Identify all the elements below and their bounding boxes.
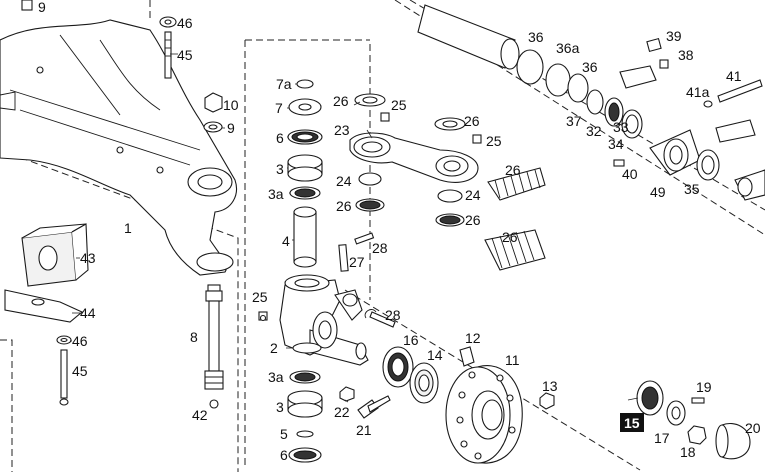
kingpin-bolt: [204, 284, 224, 409]
callout-3: 3: [276, 161, 284, 177]
top-left-fasteners: [21, 0, 223, 133]
wheel-hub: [382, 346, 555, 464]
callout-18: 18: [680, 444, 696, 460]
callout-17: 17: [654, 430, 670, 446]
callout-26: 26: [465, 212, 481, 228]
highlight-box: [620, 413, 644, 432]
callout-26: 26: [336, 198, 352, 214]
callout-39: 39: [666, 28, 682, 44]
callout-49: 49: [650, 184, 666, 200]
callout-41: 41: [726, 68, 742, 84]
callout-2: 2: [270, 340, 278, 356]
callout-23: 23: [334, 122, 350, 138]
callout-26: 26: [505, 162, 521, 178]
callout-3: 3: [276, 399, 284, 415]
callout-33: 33: [613, 119, 629, 135]
callout-6: 6: [276, 130, 284, 146]
callout-9: 9: [227, 120, 235, 136]
callout-14: 14: [427, 347, 443, 363]
rubber-boots: [484, 167, 546, 271]
callout-13: 13: [542, 378, 558, 394]
mount-block-and-plate: [4, 223, 89, 406]
callout-28: 28: [372, 240, 388, 256]
bolt-21-22: [339, 386, 391, 419]
callout-15-highlighted: 15: [624, 415, 640, 431]
callout-1: 1: [124, 220, 132, 236]
callout-16: 16: [403, 332, 419, 348]
steering-knuckle: [279, 274, 369, 366]
grease-nipple-left: [258, 311, 268, 322]
callout-22: 22: [334, 404, 350, 420]
pins-27-28: [338, 232, 396, 328]
callout-41a: 41a: [686, 84, 710, 100]
callout-35: 35: [684, 181, 700, 197]
callout-11: 11: [505, 352, 520, 368]
callout-20: 20: [745, 420, 761, 436]
callout-7a: 7a: [276, 76, 292, 92]
leader-lines: [70, 53, 639, 403]
callout-36: 36: [528, 29, 544, 45]
callout-42: 42: [192, 407, 208, 423]
callout-36: 36: [582, 59, 598, 75]
callout-27: 27: [349, 254, 365, 270]
callout-21: 21: [356, 422, 372, 438]
callout-34: 34: [608, 136, 624, 152]
callout-19: 19: [696, 379, 712, 395]
callout-46: 46: [177, 15, 193, 31]
callout-6: 6: [280, 447, 288, 463]
callout-43: 43: [80, 250, 96, 266]
upper-bearing-stack: [287, 79, 323, 268]
callout-5: 5: [280, 426, 288, 442]
axle-housing: [0, 19, 237, 276]
callout-25: 25: [391, 97, 407, 113]
callout-40: 40: [622, 166, 638, 182]
callout-46: 46: [72, 333, 88, 349]
callout-36a: 36a: [556, 40, 580, 56]
callout-38: 38: [678, 47, 694, 63]
steering-arm: [349, 93, 482, 227]
callout-24: 24: [465, 187, 481, 203]
callout-4: 4: [282, 233, 290, 249]
callout-37: 37: [566, 113, 582, 129]
callout-25: 25: [486, 133, 502, 149]
callout-24: 24: [336, 173, 352, 189]
callout-9: 9: [38, 0, 46, 15]
callout-26: 26: [333, 93, 349, 109]
callout-10: 10: [223, 97, 239, 113]
callout-12: 12: [465, 330, 481, 346]
callout-26: 26: [502, 229, 518, 245]
callout-labels: 9 46 45 10 9 1 43 44 46 45 8 42 7a 7 6 3…: [38, 0, 761, 463]
callout-45: 45: [177, 47, 193, 63]
hub-cap-group: [636, 380, 751, 460]
drive-shaft-group: [417, 4, 765, 201]
callout-8: 8: [190, 329, 198, 345]
callout-3a: 3a: [268, 186, 284, 202]
lower-bearing-stack: [287, 370, 323, 463]
callout-44: 44: [80, 305, 96, 321]
callout-25: 25: [252, 289, 268, 305]
callout-26: 26: [464, 113, 480, 129]
callout-7: 7: [275, 100, 283, 116]
callout-45: 45: [72, 363, 88, 379]
callout-32: 32: [586, 123, 602, 139]
callout-28: 28: [385, 307, 401, 323]
callout-3a: 3a: [268, 369, 284, 385]
